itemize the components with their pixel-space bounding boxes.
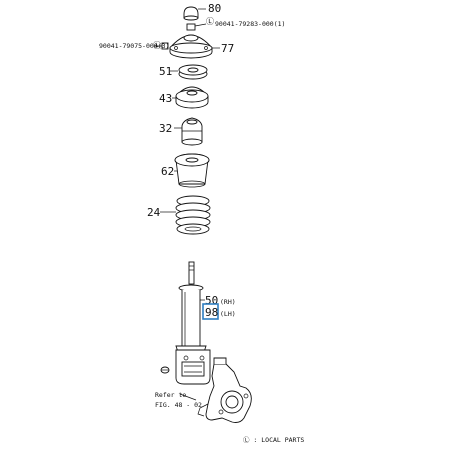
part-number-80: 80 [208,2,221,15]
part-24-coil-spring[interactable] [175,195,211,235]
part-80-cap[interactable] [183,6,199,21]
part-number-43: 43 [159,92,172,105]
part-number-51: 51 [159,65,172,78]
refer-to-line1: Refer to [155,391,186,399]
part-77-upper-mount[interactable] [169,34,213,59]
side-lh: (LH) [220,310,236,318]
nut-right[interactable] [186,23,196,31]
bracket-bolt[interactable] [160,366,170,374]
part-62-dust-cover[interactable] [174,153,210,188]
part-number-62: 62 [161,165,174,178]
side-rh: (RH) [220,298,236,306]
part-98-highlight-box[interactable] [202,303,219,320]
refer-to-line2[interactable]: FIG. 48 - 02 [155,401,202,409]
part-number-32: 32 [159,122,172,135]
part-43-spring-seat[interactable] [175,86,209,109]
part-32-bump-stopper[interactable] [181,117,203,146]
part-number-24: 24 [147,206,161,219]
local-part-mark-left: Ⓛ [153,41,161,50]
part-number-77: 77 [221,42,234,55]
part-51-bearing[interactable] [178,64,208,80]
steering-knuckle[interactable] [197,357,252,423]
part-number-98[interactable]: 98 [205,306,218,319]
shock-absorber[interactable] [175,261,211,385]
part-code-left: 90041-79075-000(3) [99,42,169,50]
local-part-mark-right: Ⓛ [206,17,214,26]
local-parts-legend: Ⓛ : LOCAL PARTS [243,436,304,444]
part-code-right: 90041-79283-000(1) [215,20,285,28]
